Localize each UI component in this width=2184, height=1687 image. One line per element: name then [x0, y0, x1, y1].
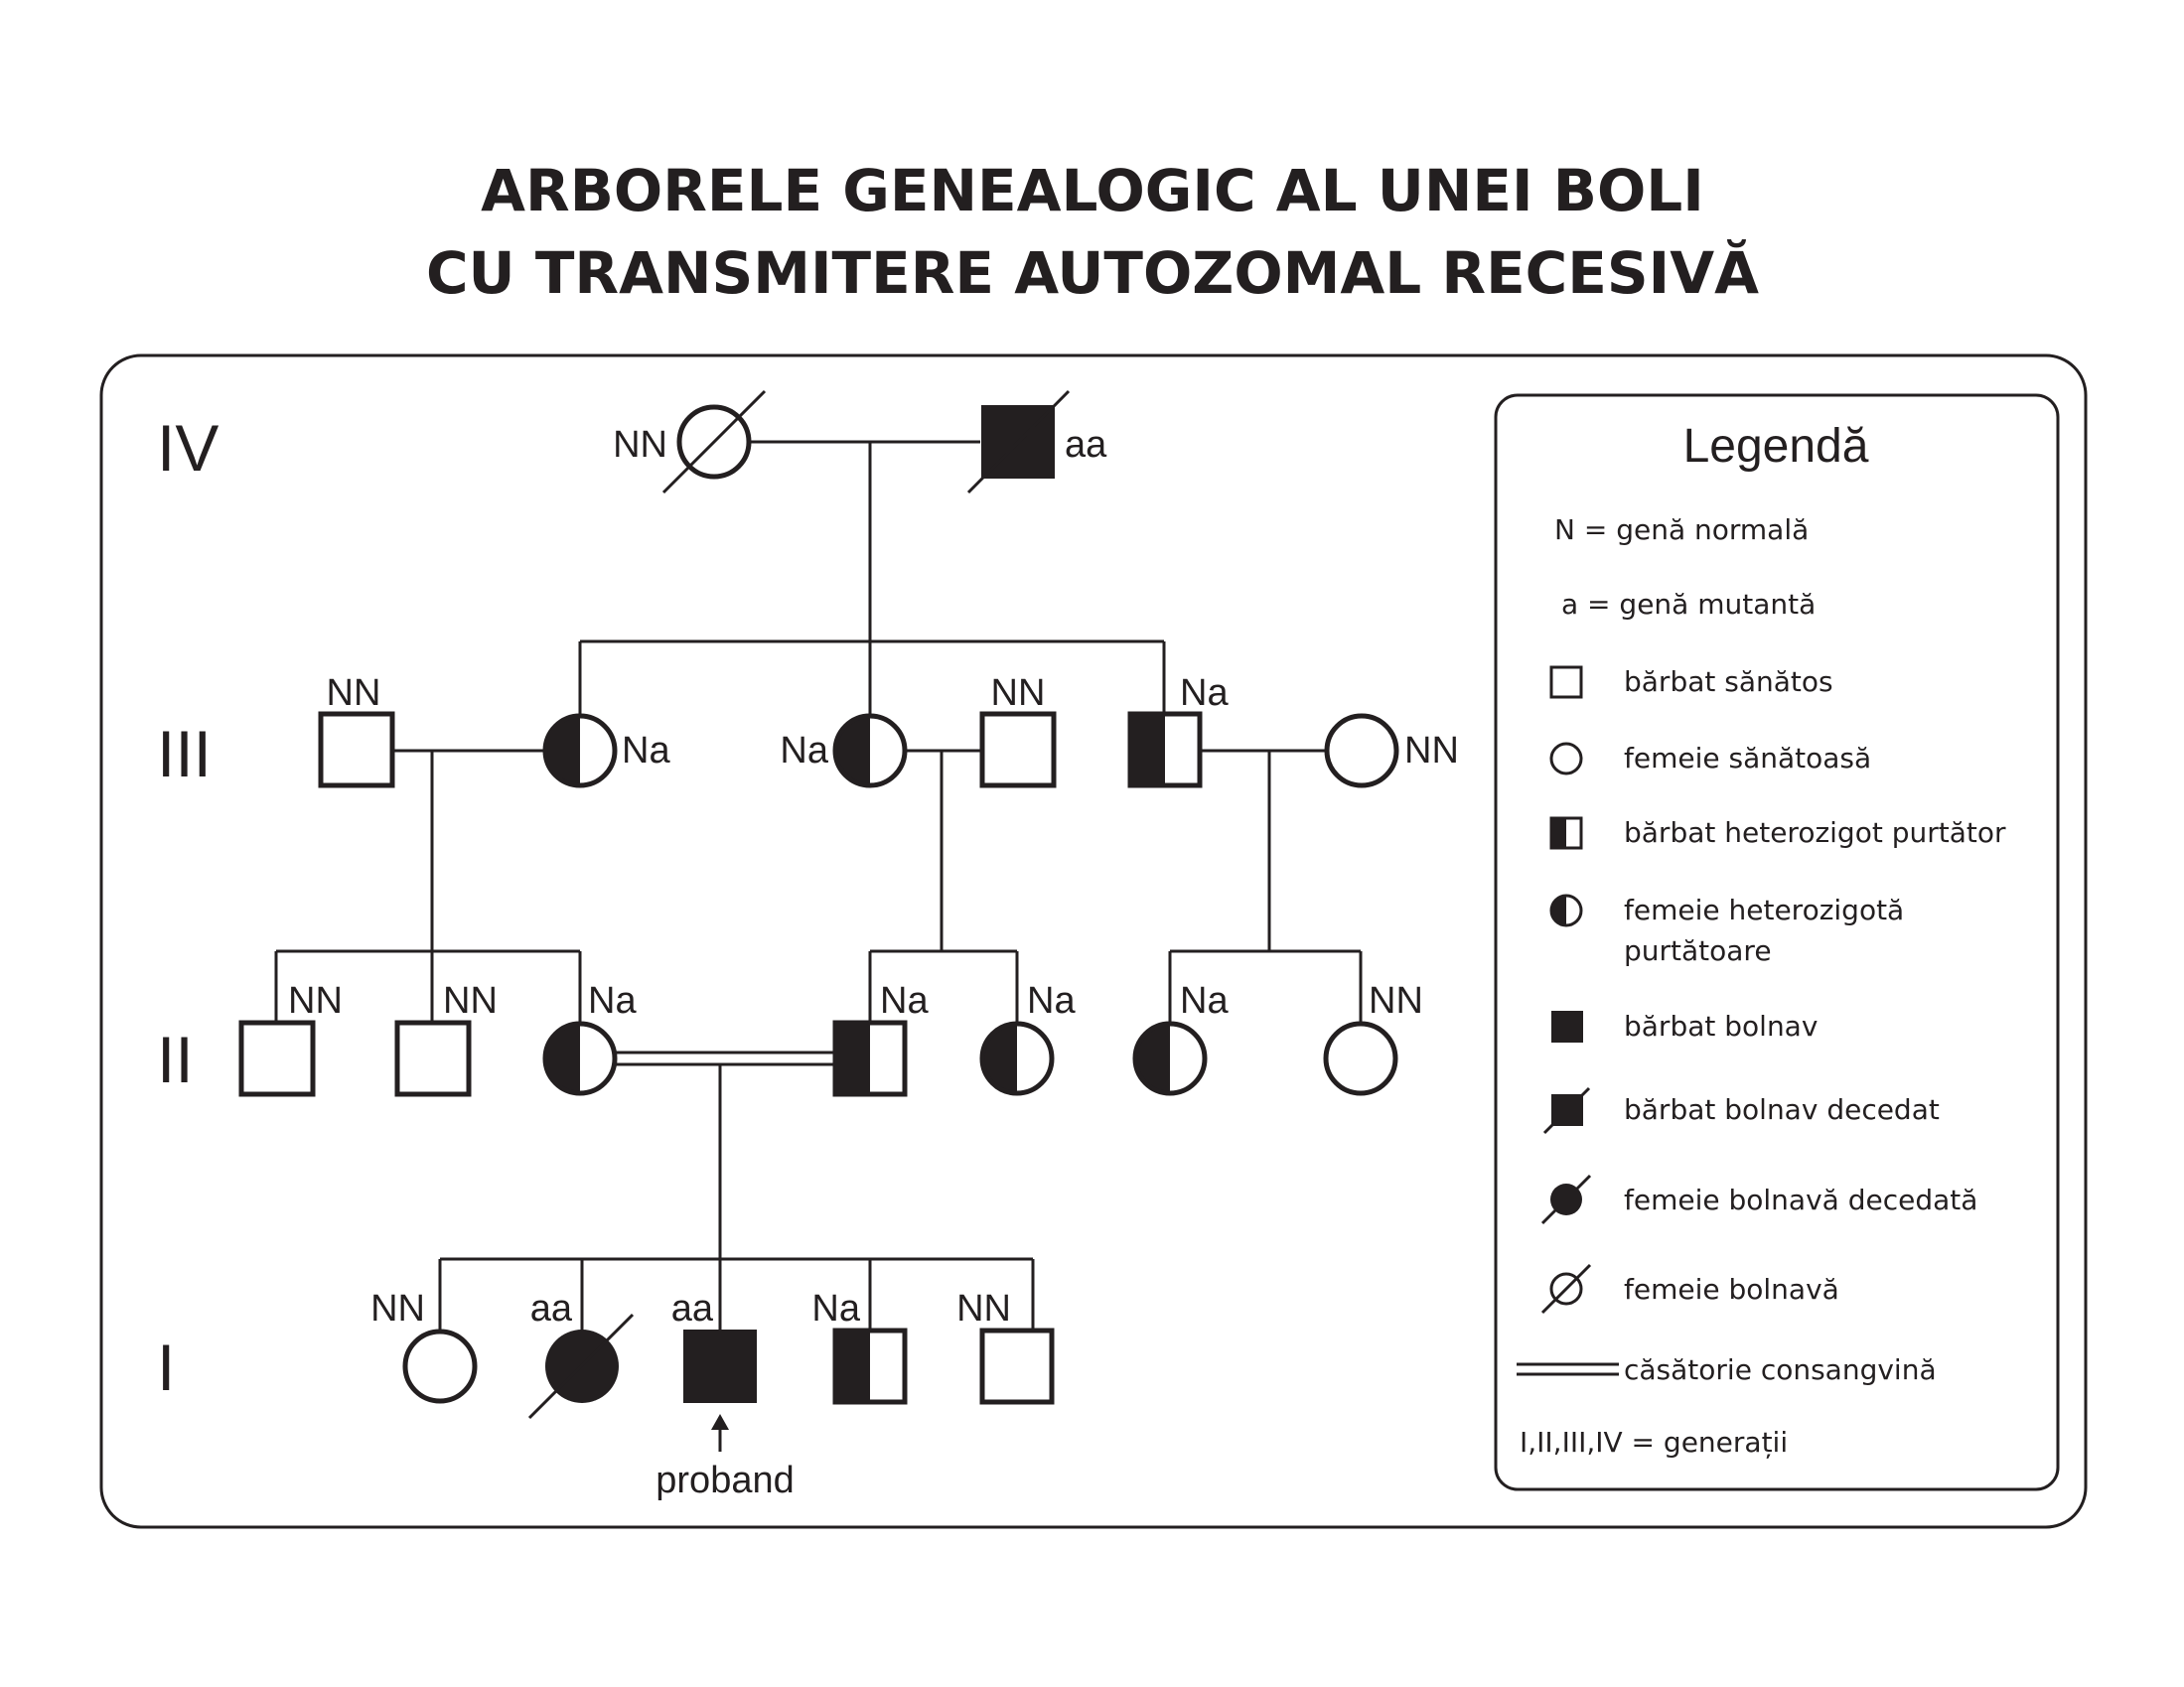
legend-affected-male: bărbat bolnav	[1624, 1010, 1818, 1043]
genotype-ii-female-4: NN	[1369, 980, 1423, 1022]
individual-i-healthy-female	[402, 1329, 478, 1404]
legend-affected-female-deceased-icon	[1540, 1174, 1592, 1225]
genotype-iv-male: aa	[1065, 424, 1107, 466]
legend-title: Legendă	[1683, 420, 1869, 473]
generation-label-i: I	[157, 1331, 175, 1404]
individual-iii-healthy-male-2	[979, 711, 1057, 788]
legend-affected-female: femeie bolnavă	[1624, 1273, 1839, 1306]
legend-carrier-female-line-1: femeie heterozigotă	[1624, 894, 1904, 926]
individual-iii-healthy-female	[1324, 713, 1399, 788]
genotype-i-female-1: NN	[370, 1288, 425, 1330]
legend-carrier-male: bărbat heterozigot purtător	[1624, 816, 2006, 849]
individual-ii-healthy-male-2	[394, 1020, 472, 1097]
legend-healthy-male-icon	[1549, 665, 1583, 699]
individual-ii-carrier-female-3	[1132, 1021, 1208, 1096]
genotype-ii-female-1: Na	[588, 980, 637, 1022]
individual-iii-carrier-male	[1127, 711, 1203, 788]
genotype-iii-female-3: NN	[1404, 730, 1459, 772]
genotype-ii-male-1: NN	[288, 980, 343, 1022]
legend-box	[1494, 393, 2060, 1491]
genotype-iv-female: NN	[613, 424, 667, 466]
individual-ii-carrier-male	[832, 1020, 908, 1097]
proband-label: proband	[655, 1460, 794, 1501]
genotype-iii-female-2: Na	[780, 730, 828, 772]
generation-label-iv: IV	[157, 411, 218, 485]
individual-iii-carrier-female-1	[542, 713, 618, 788]
legend-affected-female-icon	[1540, 1263, 1592, 1315]
proband-arrow-icon	[711, 1414, 729, 1452]
individual-iv-female-affected	[661, 389, 767, 494]
individual-ii-carrier-female-1	[542, 1021, 618, 1096]
genotype-iii-male-3: Na	[1180, 672, 1229, 714]
legend-consanguineous: căsătorie consangvină	[1624, 1353, 1937, 1386]
individual-ii-carrier-female-2	[979, 1021, 1055, 1096]
individual-ii-healthy-female	[1323, 1021, 1398, 1096]
individual-i-affected-male-proband	[683, 1330, 757, 1403]
connection-lines	[274, 440, 1363, 1331]
generation-label-iii: III	[157, 717, 212, 790]
legend-affected-male-deceased-icon	[1542, 1086, 1591, 1135]
genotype-i-male-1: aa	[671, 1288, 714, 1330]
genotype-ii-female-2: Na	[1027, 980, 1076, 1022]
generation-label-ii: II	[157, 1023, 194, 1096]
individual-ii-healthy-male-1	[238, 1020, 316, 1097]
individual-i-healthy-male	[979, 1328, 1055, 1405]
legend-carrier-female-line-2: purtătoare	[1624, 934, 1772, 967]
legend-carrier-female-icon	[1549, 894, 1583, 927]
genotype-ii-male-3: Na	[880, 980, 929, 1022]
legend-healthy-female: femeie sănătoasă	[1624, 742, 1871, 774]
title-line-2: CU TRANSMITERE AUTOZOMAL RECESIVĂ	[426, 238, 1759, 307]
genotype-iii-male-1: NN	[327, 672, 381, 714]
individual-iii-healthy-male-1	[318, 711, 395, 788]
legend-affected-female-deceased: femeie bolnavă decedată	[1624, 1184, 1977, 1216]
individual-i-carrier-male	[832, 1328, 908, 1405]
genotype-iii-male-2: NN	[991, 672, 1046, 714]
legend-carrier-male-icon	[1549, 816, 1583, 850]
legend-healthy-male: bărbat sănătos	[1624, 665, 1833, 698]
individual-i-affected-female-deceased	[527, 1313, 635, 1420]
genotype-iii-female-1: Na	[622, 730, 670, 772]
genotype-i-male-2: Na	[811, 1288, 860, 1330]
legend-n-gene: N = genă normală	[1554, 513, 1809, 546]
genotype-i-female-2: aa	[530, 1288, 573, 1330]
individual-iii-carrier-female-2	[832, 713, 908, 788]
pedigree-frame	[99, 353, 2088, 1529]
individual-iv-male-affected-deceased	[966, 389, 1071, 494]
genotype-ii-male-2: NN	[443, 980, 498, 1022]
legend-affected-male-deceased: bărbat bolnav decedat	[1624, 1093, 1940, 1126]
legend-a-gene: a = genă mutantă	[1561, 588, 1816, 621]
genotype-i-male-3: NN	[956, 1288, 1011, 1330]
title-line-1: ARBORELE GENEALOGIC AL UNEI BOLI	[481, 157, 1704, 224]
genotype-ii-female-3: Na	[1180, 980, 1229, 1022]
legend-affected-male-icon	[1551, 1011, 1583, 1043]
legend-healthy-female-icon	[1549, 742, 1583, 775]
legend-generations: I,II,III,IV = generații	[1520, 1426, 1788, 1459]
legend-consanguineous-icon	[1517, 1362, 1619, 1376]
